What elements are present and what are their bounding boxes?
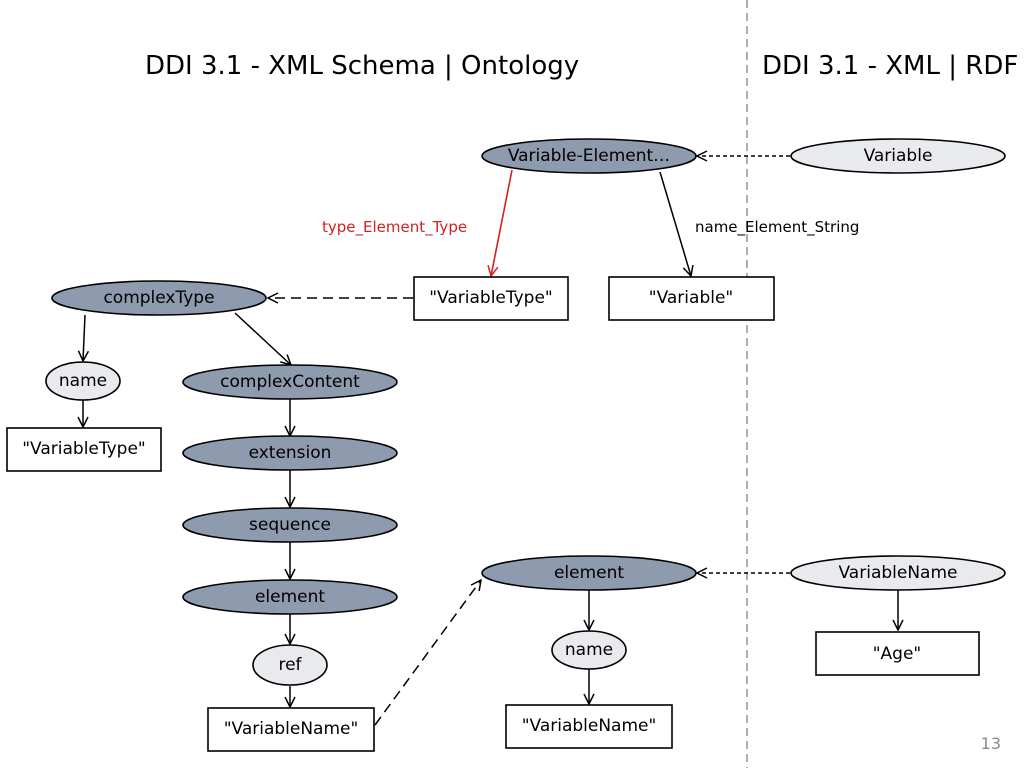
node-extension: extension [182,435,398,471]
node-complexcontent-label: complexContent [220,372,360,392]
node-variablename-instance: VariableName [790,555,1006,591]
node-element-left-label: element [255,587,325,607]
edge-name-element-string [659,171,691,276]
title-left: DDI 3.1 - XML Schema | Ontology [145,51,579,81]
title-right: DDI 3.1 - XML | RDF [762,51,1018,81]
node-complextype: complexType [51,280,267,316]
literal-age-label: "Age" [873,644,922,664]
node-variable-instance: Variable [790,138,1006,174]
node-variable-instance-label: Variable [864,146,933,166]
literal-variable: "Variable" [608,276,775,321]
node-variable-element-label: Variable-Element… [508,146,670,166]
edge-complextype-to-complexcontent [234,312,291,365]
literal-variablename-ref: "VariableName" [207,707,375,752]
literal-variabletype-name: "VariableType" [6,427,162,472]
literal-variabletype-name-label: "VariableType" [22,439,146,459]
node-name-left-label: name [59,371,107,391]
edge-type-element-type [491,169,513,276]
node-element-right-label: element [554,563,624,583]
node-sequence: sequence [182,507,398,543]
node-element-right: element [481,555,697,591]
node-ref: ref [252,644,328,686]
literal-variablename-name: "VariableName" [505,704,673,749]
node-sequence-label: sequence [249,515,331,535]
literal-variable-label: "Variable" [649,288,733,308]
node-name-right: name [551,630,627,670]
edge-ref-literal-to-element-right [374,580,481,726]
node-complextype-label: complexType [103,288,214,308]
literal-variabletype: "VariableType" [413,276,569,321]
edge-label-name-element-string: name_Element_String [695,218,859,237]
node-complexcontent: complexContent [182,364,398,400]
literal-variablename-ref-label: "VariableName" [224,719,359,739]
literal-age: "Age" [815,631,980,676]
literal-variablename-name-label: "VariableName" [522,716,657,736]
slide-number: 13 [981,734,1001,753]
node-name-right-label: name [565,640,613,660]
node-variable-element: Variable-Element… [481,138,697,174]
edge-complextype-to-name [83,314,85,361]
node-ref-label: ref [278,655,302,675]
node-extension-label: extension [249,443,332,463]
literal-variabletype-label: "VariableType" [429,288,553,308]
edge-label-type-element-type: type_Element_Type [322,218,467,237]
node-variablename-instance-label: VariableName [839,563,958,583]
node-element-left: element [182,579,398,615]
node-name-left: name [45,361,121,401]
